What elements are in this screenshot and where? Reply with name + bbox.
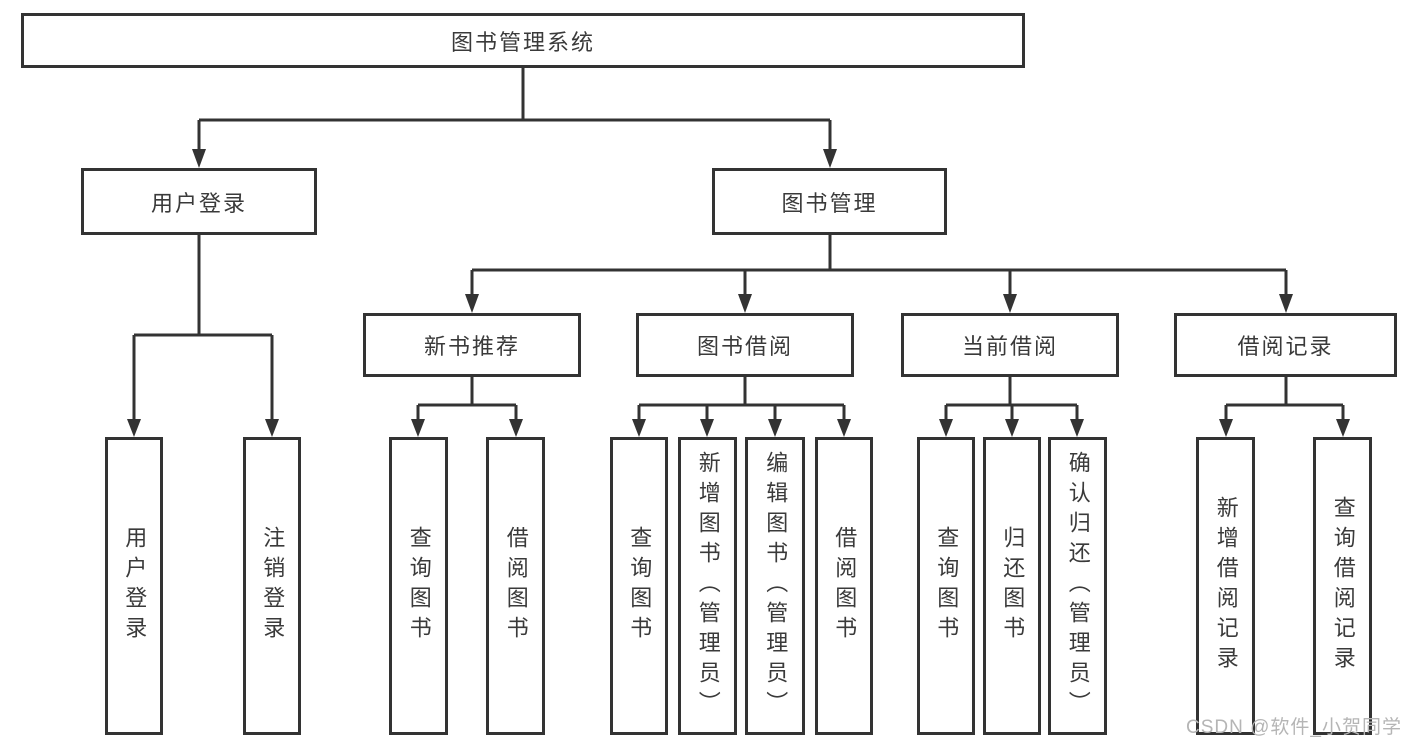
leaf-return-books: 归还图书: [983, 437, 1041, 735]
leaf-label: 编辑图书（管理员）: [763, 451, 789, 721]
leaf-confirm-return-admin: 确认归还（管理员）: [1048, 437, 1107, 735]
leaf-query-books-recommend: 查询图书: [389, 437, 448, 735]
node-book-borrowing: 图书借阅: [636, 313, 854, 377]
leaf-label: 用户登录: [122, 526, 148, 646]
leaf-user-login: 用户登录: [105, 437, 163, 735]
leaf-edit-books-admin: 编辑图书（管理员）: [745, 437, 805, 735]
leaf-label: 查询借阅记录: [1330, 496, 1356, 676]
leaf-label: 归还图书: [1000, 526, 1026, 646]
leaf-label: 查询图书: [627, 526, 653, 646]
node-user-login: 用户登录: [81, 168, 317, 235]
leaf-label: 查询图书: [406, 526, 432, 646]
node-book-management: 图书管理: [712, 168, 947, 235]
leaf-query-borrow-record: 查询借阅记录: [1313, 437, 1372, 735]
leaf-label: 新增图书（管理员）: [695, 451, 721, 721]
leaf-query-books-borrowing: 查询图书: [610, 437, 668, 735]
node-current-borrowing: 当前借阅: [901, 313, 1119, 377]
node-borrowing-records: 借阅记录: [1174, 313, 1397, 377]
leaf-label: 新增借阅记录: [1213, 496, 1239, 676]
node-library-management-system: 图书管理系统: [21, 13, 1025, 68]
leaf-label: 确认归还（管理员）: [1065, 451, 1091, 721]
leaf-borrow-books-recommend: 借阅图书: [486, 437, 545, 735]
leaf-borrow-books-borrowing: 借阅图书: [815, 437, 873, 735]
leaf-add-borrow-record: 新增借阅记录: [1196, 437, 1255, 735]
csdn-watermark: CSDN @软件_小贺同学: [1186, 717, 1402, 738]
leaf-label: 借阅图书: [832, 526, 858, 646]
leaf-label: 查询图书: [934, 526, 960, 646]
leaf-query-books-current: 查询图书: [917, 437, 975, 735]
leaf-label: 注销登录: [260, 526, 286, 646]
leaf-logout: 注销登录: [243, 437, 301, 735]
leaf-label: 借阅图书: [503, 526, 529, 646]
leaf-add-books-admin: 新增图书（管理员）: [678, 437, 737, 735]
node-new-book-recommendation: 新书推荐: [363, 313, 581, 377]
